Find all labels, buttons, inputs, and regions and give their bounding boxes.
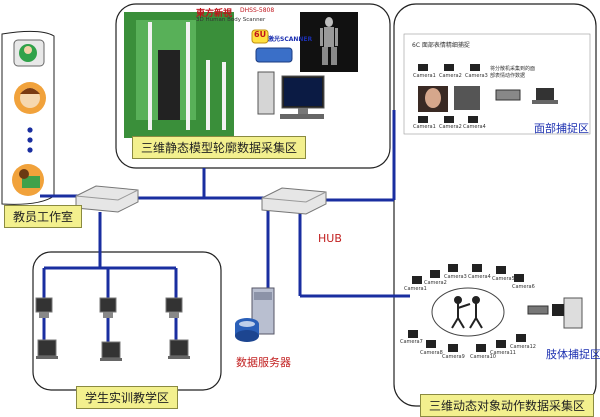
- scanner-brand: 東方新視: [196, 9, 233, 19]
- training-zone-boundary: [32, 251, 222, 391]
- face-camera-label: Camera2: [439, 124, 462, 130]
- face-camera-label: Camera1: [413, 124, 436, 130]
- teacher-monitor-icon: [13, 39, 45, 67]
- scan-preview-panel: [300, 12, 358, 72]
- limb-camera-label: Camera12: [510, 344, 536, 350]
- face-capture-title: 6C 面部表情精细捕捉: [412, 42, 470, 49]
- limb-capture-workstation: [563, 297, 583, 329]
- scanner-badge-text: 6U: [254, 30, 267, 39]
- scanner-subtitle: 3D Human Body Scanner: [196, 17, 266, 23]
- limb-capture-label: 肢体捕捉区: [546, 348, 600, 361]
- limb-camera-label: Camera6: [512, 284, 535, 290]
- limb-camera-label: Camera1: [404, 286, 427, 292]
- hub-label: HUB: [318, 232, 342, 245]
- student-pc: [165, 297, 190, 359]
- limb-camera-label: Camera3: [444, 274, 467, 280]
- face-camera-label: Camera3: [465, 73, 488, 79]
- limb-camera-array: [408, 264, 526, 352]
- limb-camera-label: Camera9: [442, 354, 465, 360]
- static-zone-label: 三维静态模型轮廓数据采集区: [132, 136, 307, 159]
- limb-camera-label: Camera10: [470, 354, 496, 360]
- switch-left: [75, 185, 139, 213]
- face-capture-panel: [403, 33, 591, 135]
- face-camera-group: [418, 64, 480, 123]
- limb-camera-label: Camera5: [492, 276, 515, 282]
- face-capture-label: 面部捕捉区: [534, 122, 589, 135]
- ellipsis-dot: [27, 147, 33, 153]
- face-capture-note: 将分散机采集到的面部表情动作数据: [490, 66, 536, 79]
- teacher-workstation-icon: [12, 164, 44, 196]
- limb-camera-label: Camera8: [420, 350, 443, 356]
- scanner-control-unit: [255, 47, 293, 63]
- face-camera-label: Camera2: [439, 73, 462, 79]
- workstation-tower: [257, 71, 275, 115]
- capture-stage: [431, 287, 505, 337]
- face-capture-laptop: [536, 88, 554, 100]
- actor-figures: [451, 296, 483, 329]
- dynamic-zone-label: 三维动态对象动作数据采集区: [420, 394, 595, 417]
- limb-camera-label: Camera2: [424, 280, 447, 286]
- student-pc: [35, 297, 58, 359]
- scanner-badge-caption: 激光SCANNER: [268, 36, 313, 43]
- database-server-icon: [235, 287, 275, 342]
- face-camera-label: Camera4: [463, 124, 486, 130]
- keyboard: [280, 114, 324, 119]
- ellipsis-dot: [27, 137, 33, 143]
- student-pc: [99, 297, 122, 361]
- data-server-label: 数据服务器: [236, 356, 291, 369]
- scanner-model: DHSS-5808: [240, 7, 275, 14]
- teacher-zone-label: 教员工作室: [4, 205, 83, 228]
- limb-camera-label: Camera11: [490, 350, 516, 356]
- limb-camera-label: Camera7: [400, 339, 423, 345]
- hub-switch: [261, 187, 327, 215]
- scanner-badge: [251, 29, 269, 44]
- teacher-avatar-icon: [14, 82, 46, 114]
- limb-camera-label: Camera4: [468, 274, 491, 280]
- limb-capture-controller: [527, 305, 549, 315]
- face-capture-controller: [495, 89, 521, 101]
- network-cables: [40, 110, 410, 345]
- face-camera-label: Camera1: [413, 73, 436, 79]
- training-zone-label: 学生实训教学区: [76, 386, 179, 409]
- ellipsis-dot: [27, 127, 33, 133]
- face-mesh-preview: [454, 86, 480, 110]
- green-screen-booth: [124, 12, 234, 138]
